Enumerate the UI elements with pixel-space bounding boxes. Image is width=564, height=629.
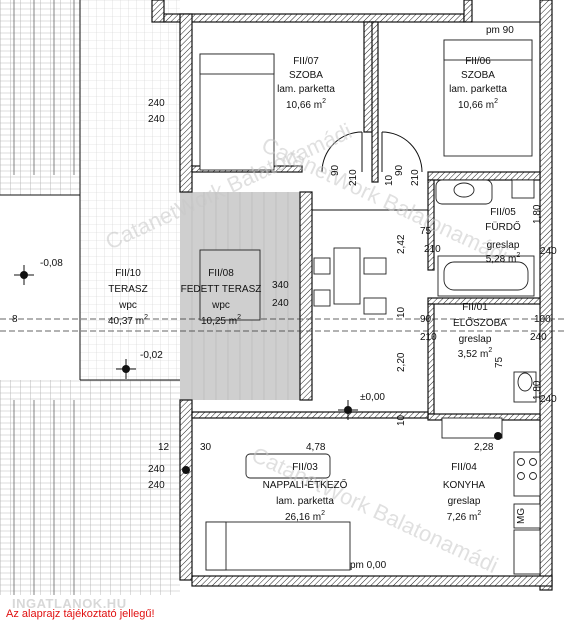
room-labels: FII/07 SZOBA lam. parketta 10,66 m2 FII/… <box>108 56 521 523</box>
dim-2-42: 2,42 <box>396 234 407 254</box>
svg-text:FÜRDŐ: FÜRDŐ <box>485 219 521 233</box>
level-terrace: -0,08 <box>40 258 63 269</box>
svg-text:FII/04: FII/04 <box>451 462 477 473</box>
dim-2-28: 2,28 <box>474 442 494 453</box>
dim-240-f: 240 <box>530 332 547 343</box>
dim-100: 100 <box>534 314 551 325</box>
svg-text:5,28 m2: 5,28 m2 <box>486 252 521 265</box>
dim-90-a: 90 <box>330 164 341 176</box>
footer-badge: INGATLANOK.HU Az alaprajz tájékoztató je… <box>4 595 206 625</box>
room-fii06: FII/06 SZOBA lam. parketta 10,66 m2 <box>449 56 507 111</box>
dim-1-80-a: 1,80 <box>532 204 543 224</box>
room-fii03: FII/03 NAPPALI-ÉTKEZŐ lam. parketta 26,1… <box>263 462 348 523</box>
svg-text:FEDETT TERASZ: FEDETT TERASZ <box>181 284 262 295</box>
svg-text:FII/05: FII/05 <box>490 207 516 218</box>
svg-text:FII/01: FII/01 <box>462 302 488 313</box>
dim-10-a: 10 <box>384 174 395 186</box>
appliance-mg: MG <box>516 508 527 524</box>
svg-text:FII/10: FII/10 <box>115 268 141 279</box>
dim-340: 340 <box>272 280 289 291</box>
plan-lines <box>0 0 540 381</box>
level-pm90: pm 90 <box>486 25 514 36</box>
svg-text:greslap: greslap <box>487 240 520 251</box>
dim-240-d: 240 <box>148 480 165 491</box>
svg-text:7,26 m2: 7,26 m2 <box>447 510 482 523</box>
room-fii10: FII/10 TERASZ wpc 40,37 m2 <box>108 268 148 327</box>
svg-text:FII/08: FII/08 <box>208 268 234 279</box>
dim-240-g: 240 <box>540 246 557 257</box>
axis-lines <box>0 318 564 332</box>
svg-text:26,16 m2: 26,16 m2 <box>285 510 325 523</box>
svg-text:wpc: wpc <box>118 300 137 311</box>
room-fii08: FII/08 FEDETT TERASZ wpc 10,25 m2 <box>181 268 262 327</box>
dim-240-e: 240 <box>272 298 289 309</box>
svg-text:SZOBA: SZOBA <box>289 70 323 81</box>
dim-4-78: 4,78 <box>306 442 326 453</box>
level-pm000: pm 0,00 <box>350 560 387 571</box>
dim-90-c: 90 <box>420 314 432 325</box>
level-markers <box>14 265 502 474</box>
svg-text:10,25 m2: 10,25 m2 <box>201 314 241 327</box>
room-fii04: FII/04 KONYHA greslap 7,26 m2 <box>443 462 486 523</box>
site-logo: INGATLANOK.HU <box>12 596 127 611</box>
level-terrace-2: -0,02 <box>140 350 163 361</box>
svg-text:lam. parketta: lam. parketta <box>449 84 507 95</box>
dim-75-b: 75 <box>494 356 505 368</box>
dim-1-80-b: 1,80 <box>532 380 543 400</box>
svg-text:ELŐSZOBA: ELŐSZOBA <box>453 315 507 329</box>
dim-10-c: 10 <box>396 414 407 426</box>
dim-240-c: 240 <box>148 464 165 475</box>
svg-text:greslap: greslap <box>459 334 492 345</box>
edge-8: 8 <box>12 314 18 325</box>
dim-240-h: 240 <box>540 394 557 405</box>
svg-text:3,52 m2: 3,52 m2 <box>458 347 493 360</box>
dim-240-b: 240 <box>148 114 165 125</box>
dim-12: 12 <box>158 442 170 453</box>
room-fii01: FII/01 ELŐSZOBA greslap 3,52 m2 <box>453 302 507 360</box>
terrace-deck <box>0 0 180 595</box>
svg-text:KONYHA: KONYHA <box>443 480 486 491</box>
room-fii07: FII/07 SZOBA lam. parketta 10,66 m2 <box>277 56 335 111</box>
room-fii05: FII/05 FÜRDŐ greslap 5,28 m2 <box>485 207 521 265</box>
dimension-labels: pm 90 pm 0,00 ±0,00 -0,08 -0,02 240 240 … <box>12 25 557 571</box>
dim-2-20: 2,20 <box>396 352 407 372</box>
walls <box>151 0 553 591</box>
dim-90-b: 90 <box>394 164 405 176</box>
svg-text:greslap: greslap <box>448 496 481 507</box>
svg-text:lam. parketta: lam. parketta <box>277 84 335 95</box>
dim-210-d: 210 <box>420 332 437 343</box>
svg-text:lam. parketta: lam. parketta <box>276 496 334 507</box>
svg-text:TERASZ: TERASZ <box>108 284 147 295</box>
svg-text:10,66 m2: 10,66 m2 <box>286 98 326 111</box>
svg-text:FII/03: FII/03 <box>292 462 318 473</box>
svg-text:10,66 m2: 10,66 m2 <box>458 98 498 111</box>
svg-text:FII/06: FII/06 <box>465 56 491 67</box>
disclaimer-note: Az alaprajz tájékoztató jellegű! <box>6 608 155 620</box>
svg-text:NAPPALI-ÉTKEZŐ: NAPPALI-ÉTKEZŐ <box>263 477 348 491</box>
dim-10-b: 10 <box>396 306 407 318</box>
level-zero: ±0,00 <box>360 392 385 403</box>
svg-text:SZOBA: SZOBA <box>461 70 495 81</box>
dim-210-a: 210 <box>348 169 359 186</box>
svg-text:40,37 m2: 40,37 m2 <box>108 314 148 327</box>
svg-text:FII/07: FII/07 <box>293 56 319 67</box>
svg-text:wpc: wpc <box>211 300 230 311</box>
dim-210-b: 210 <box>410 169 421 186</box>
dim-240-a: 240 <box>148 98 165 109</box>
furniture <box>199 39 541 575</box>
dim-210-c: 210 <box>424 244 441 255</box>
dim-30: 30 <box>200 442 212 453</box>
dim-75-a: 75 <box>420 226 432 237</box>
